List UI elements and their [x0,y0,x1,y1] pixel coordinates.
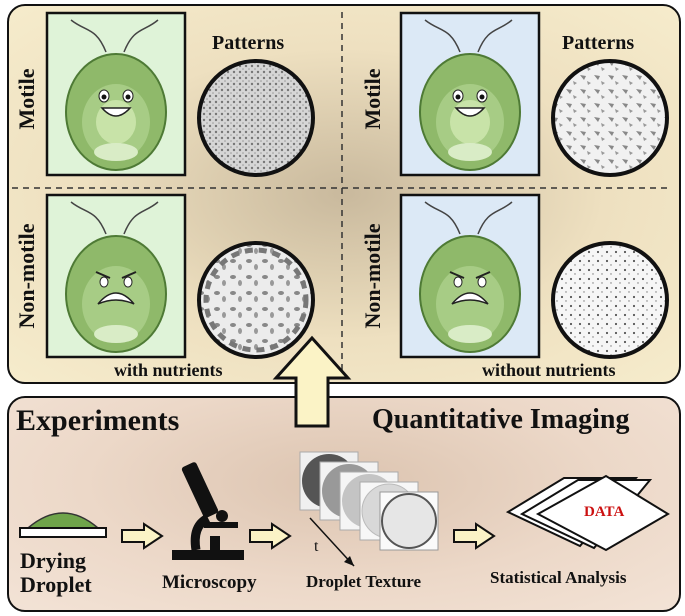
step-droplet-texture: Droplet Texture [306,572,422,591]
condition-without-nutrients: without nutrients [482,360,616,380]
pattern-nonmotile-no-nutrients [551,241,669,359]
patterns-label-right: Patterns [562,32,635,54]
pattern-motile-no-nutrients [551,59,669,177]
step-microscopy: Microscopy [162,572,257,593]
time-symbol: t [314,538,319,555]
row-label-motile-right: Motile [360,68,385,130]
droplet-icon [19,512,107,538]
row-label-motile-left: Motile [14,68,39,130]
data-stack-icon [505,474,670,552]
condition-with-nutrients: with nutrients [114,360,223,380]
step-drying-line1: Drying [20,548,86,573]
cell-nonmotile-no-nutrients [399,193,541,359]
pattern-nonmotile-nutrients [197,241,315,359]
up-arrow-icon [272,335,352,428]
data-label: DATA [584,504,625,520]
cell-motile-no-nutrients [399,11,541,177]
cell-motile-nutrients [45,11,187,177]
arrow-right-icon [121,522,164,550]
microscope-icon [172,462,244,560]
arrow-right-icon [453,522,496,550]
step-statistical-analysis: Statistical Analysis [490,568,627,587]
section-quantitative-imaging: Quantitative Imaging [372,404,630,435]
row-label-nonmotile-right: Non-motile [360,223,385,329]
step-drying-line2: Droplet [20,572,92,597]
cell-nonmotile-nutrients [45,193,187,359]
texture-stack-icon [299,451,439,567]
arrow-right-icon [249,522,292,550]
patterns-label-left: Patterns [212,32,285,54]
row-label-nonmotile-left: Non-motile [14,223,39,329]
section-experiments: Experiments [16,404,180,437]
pattern-motile-nutrients [197,59,315,177]
